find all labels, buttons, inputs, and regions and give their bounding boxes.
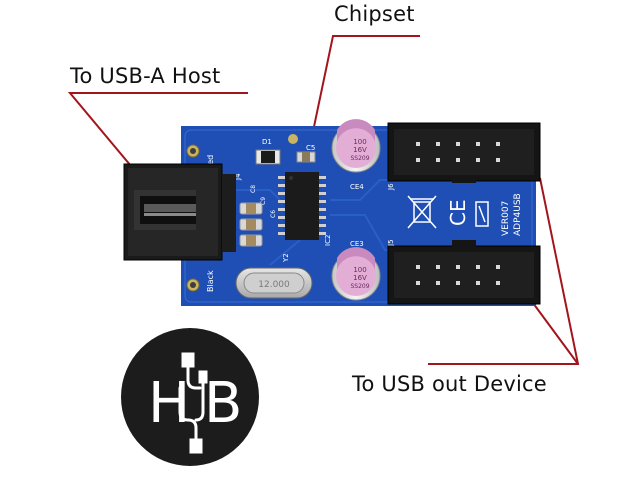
ref-ic2: IC2: [324, 235, 332, 246]
model-line-2: ADP4USB: [513, 193, 523, 236]
red-wire-label: Red: [206, 155, 215, 170]
usb-header-j6: [387, 122, 541, 183]
svg-text:16V: 16V: [353, 274, 367, 282]
capacitor-ce4: 100 16V SS209: [331, 119, 381, 173]
usb-device-label: To USB out Device: [352, 372, 547, 396]
usb-cable-icon: [178, 352, 208, 454]
ref-ce4: CE4: [350, 183, 364, 191]
usb-host-connector: [123, 163, 236, 261]
smd-capacitor: [239, 234, 263, 247]
ref-c6: C6: [270, 210, 277, 218]
logo-letter-b: B: [204, 371, 242, 436]
capacitor-ce3: 100 16V SS209: [331, 247, 381, 301]
ref-c9: C9: [260, 197, 267, 205]
crystal-marking: 12.000: [258, 280, 290, 290]
ce4-marking: 100: [353, 138, 366, 146]
ref-j6: J6: [387, 183, 395, 191]
ref-c8: C8: [250, 185, 257, 193]
logo-letter-h: H: [148, 371, 190, 436]
chipset-label: Chipset: [334, 2, 415, 26]
diode-d1: [255, 149, 281, 165]
host-leader-line: [67, 92, 248, 173]
weee-bin-icon: [407, 195, 437, 229]
ref-y2: Y2: [282, 253, 290, 263]
usb-header-j5: [387, 240, 541, 305]
crystal-y2: 12.000: [235, 267, 313, 299]
ref-d1: D1: [262, 138, 272, 146]
model-line-1: VER007: [501, 201, 511, 236]
chipset-ic: [278, 172, 326, 240]
svg-text:16V: 16V: [353, 146, 367, 154]
smd-capacitor: [239, 218, 263, 231]
hub-logo: H B: [121, 328, 259, 466]
fcc-mark-icon: [475, 201, 489, 227]
svg-text:SS209: SS209: [350, 283, 369, 290]
black-wire-label: Black: [206, 270, 215, 292]
usb-host-label: To USB-A Host: [70, 64, 221, 88]
capacitor-c5: [296, 151, 316, 163]
ce3-marking: 100: [353, 266, 366, 274]
ref-j4: J4: [234, 173, 242, 181]
ref-ce3: CE3: [350, 240, 364, 248]
ref-j5: J5: [387, 239, 395, 247]
device-leader-line-2: [532, 302, 579, 365]
smd-capacitor: [239, 202, 263, 215]
svg-text:SS209: SS209: [350, 155, 369, 162]
ce-mark-icon: CE: [446, 199, 470, 226]
ref-c5: C5: [306, 144, 315, 152]
